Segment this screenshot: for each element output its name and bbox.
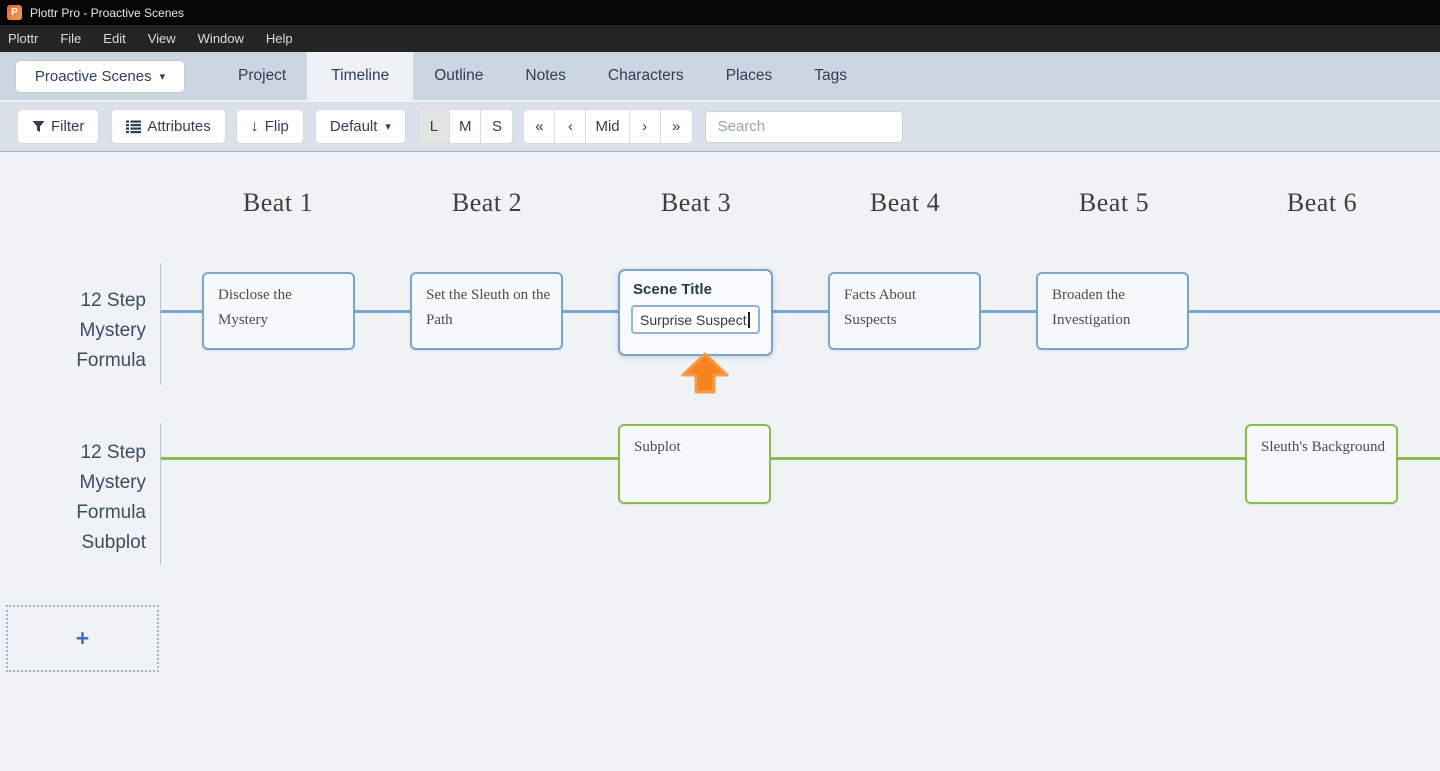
plotline-2-line — [160, 457, 1440, 460]
tab-timeline[interactable]: Timeline — [307, 52, 414, 100]
attributes-label: Attributes — [147, 118, 211, 135]
tab-project[interactable]: Project — [238, 67, 287, 84]
size-large-button[interactable]: L — [418, 110, 450, 143]
scroll-last-button[interactable]: » — [660, 110, 692, 143]
scene-card[interactable]: Subplot — [618, 424, 771, 504]
search-input[interactable] — [704, 110, 903, 143]
scene-card-editing[interactable]: Scene Title Surprise Suspect — [618, 269, 773, 356]
attributes-list-icon — [126, 120, 142, 133]
scene-card[interactable]: Broaden the Investigation — [1036, 272, 1189, 350]
beat-header-1[interactable]: Beat 1 — [242, 188, 314, 217]
scene-title-input[interactable]: Surprise Suspect — [631, 305, 760, 334]
menu-edit[interactable]: Edit — [103, 31, 126, 46]
tab-characters[interactable]: Characters — [607, 67, 684, 84]
scroll-first-button[interactable]: « — [524, 110, 556, 143]
book-selector-dropdown[interactable]: Proactive Scenes ▾ — [15, 59, 185, 93]
size-small-button[interactable]: S — [481, 110, 513, 143]
menu-window[interactable]: Window — [197, 31, 244, 46]
flip-button[interactable]: ↓ Flip — [235, 109, 304, 144]
beat-header-6[interactable]: Beat 6 — [1286, 188, 1358, 217]
window-titlebar: P Plottr Pro - Proactive Scenes — [0, 0, 1440, 25]
plotline-2-separator — [160, 423, 161, 565]
plotline-1-separator — [160, 263, 161, 385]
book-selector-label: Proactive Scenes — [34, 67, 152, 85]
chevron-down-icon: ▾ — [385, 121, 391, 133]
template-selector-label: Default — [329, 118, 378, 135]
beat-header-4[interactable]: Beat 4 — [869, 188, 941, 217]
tab-places[interactable]: Places — [725, 67, 773, 84]
orange-pointer-arrow-icon — [680, 352, 730, 399]
menu-plottr[interactable]: Plottr — [8, 31, 39, 46]
beat-header-5[interactable]: Beat 5 — [1078, 188, 1150, 217]
chevron-down-icon: ▾ — [159, 70, 166, 83]
scroll-nav-button-group: « ‹ Mid › » — [523, 109, 693, 144]
timeline-toolbar: Filter Attributes ↓ Flip Default ▾ L M S… — [0, 100, 1440, 152]
scroll-prev-button[interactable]: ‹ — [555, 110, 587, 143]
card-size-button-group: L M S — [417, 109, 514, 144]
plotline-2-title[interactable]: 12 Step Mystery Formula Subplot — [76, 442, 146, 553]
timeline-canvas: Beat 1 Beat 2 Beat 3 Beat 4 Beat 5 Beat … — [0, 152, 1440, 771]
size-medium-button[interactable]: M — [449, 110, 482, 143]
menu-file[interactable]: File — [60, 31, 82, 46]
tab-tags[interactable]: Tags — [814, 67, 847, 84]
window-title: Plottr Pro - Proactive Scenes — [30, 5, 185, 20]
filter-funnel-icon — [32, 121, 45, 132]
scroll-next-button[interactable]: › — [629, 110, 661, 143]
plus-icon: + — [75, 625, 90, 651]
menubar: Plottr File Edit View Window Help — [0, 25, 1440, 52]
scene-title-label: Scene Title — [633, 281, 712, 298]
plotline-1-title[interactable]: 12 Step Mystery Formula — [76, 290, 146, 371]
scene-card[interactable]: Set the Sleuth on the Path — [410, 272, 563, 350]
tab-notes[interactable]: Notes — [525, 67, 566, 84]
menu-help[interactable]: Help — [265, 31, 293, 46]
scene-card[interactable]: Disclose the Mystery — [202, 272, 355, 350]
scene-card[interactable]: Sleuth's Background — [1245, 424, 1398, 504]
beat-header-3[interactable]: Beat 3 — [660, 188, 732, 217]
tab-outline[interactable]: Outline — [434, 67, 484, 84]
plottr-app-icon: P — [7, 5, 22, 20]
filter-button[interactable]: Filter — [17, 109, 100, 144]
tabbar: Proactive Scenes ▾ Project Timeline Outl… — [0, 52, 1440, 100]
main-tabs: Project Timeline Outline Notes Character… — [217, 52, 868, 100]
add-plotline-button[interactable]: + — [6, 605, 159, 672]
plotline-1-line — [160, 310, 1440, 313]
filter-label: Filter — [51, 118, 85, 135]
menu-view[interactable]: View — [147, 31, 176, 46]
scene-title-input-value: Surprise Suspect — [640, 311, 747, 328]
text-caret — [747, 311, 750, 328]
scroll-mid-button[interactable]: Mid — [586, 110, 630, 143]
template-selector-dropdown[interactable]: Default ▾ — [314, 109, 406, 144]
flip-arrow-icon: ↓ — [250, 117, 259, 135]
attributes-button[interactable]: Attributes — [111, 109, 226, 144]
beat-header-2[interactable]: Beat 2 — [451, 188, 523, 217]
scene-card[interactable]: Facts About Suspects — [828, 272, 981, 350]
flip-label: Flip — [264, 118, 289, 135]
